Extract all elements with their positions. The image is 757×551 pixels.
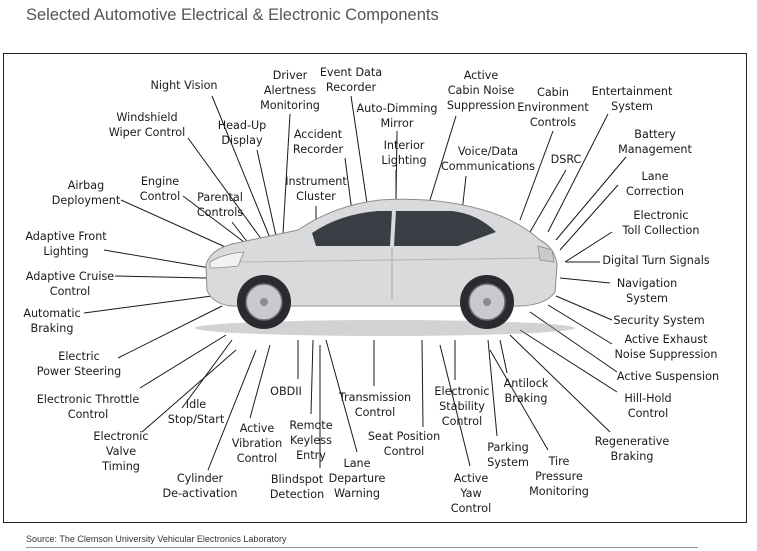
leader-line-8 (256, 149, 277, 237)
leader-line-2 (350, 95, 369, 211)
label-voice-data-communications: Voice/Data Communications (440, 145, 536, 173)
leader-lines (83, 95, 627, 471)
label-remote-keyless-entry: Remote Keyless Entry (289, 419, 333, 462)
leader-line-13 (555, 156, 627, 241)
label-electronic-toll-collection: Electronic Toll Collection (622, 209, 700, 237)
leader-line-39 (421, 339, 424, 428)
page-title: Selected Automotive Electrical & Electro… (26, 6, 439, 24)
leader-line-27 (117, 305, 223, 359)
label-active-cabin-noise-suppression: Active Cabin Noise Suppression (446, 69, 516, 112)
taillight (537, 245, 555, 263)
car-illustration (195, 198, 575, 336)
label-accident-recorder: Accident Recorder (292, 128, 344, 156)
leader-line-0 (211, 95, 271, 239)
label-active-vibration-control: Active Vibration Control (231, 422, 283, 465)
label-instrument-cluster: Instrument Cluster (285, 175, 347, 203)
label-event-data-recorder: Event Data Recorder (319, 66, 383, 94)
leader-line-46 (489, 349, 549, 451)
leader-line-25 (555, 295, 613, 321)
leader-line-35 (519, 329, 618, 393)
label-battery-management: Battery Management (618, 128, 692, 156)
leader-line-9 (344, 157, 353, 213)
window-pillar (390, 210, 396, 247)
leader-line-24 (83, 295, 213, 314)
leader-line-28 (529, 311, 618, 373)
label-seat-position-control: Seat Position Control (367, 430, 441, 458)
diagram-frame (3, 53, 747, 523)
label-electronic-valve-timing: Electronic Valve Timing (93, 430, 149, 473)
label-electronic-stability-control: Electronic Stability Control (434, 385, 490, 428)
label-adaptive-cruise-control: Adaptive Cruise Control (25, 270, 115, 298)
label-active-yaw-control: Active Yaw Control (450, 472, 492, 515)
label-dsrc: DSRC (550, 153, 582, 166)
leader-line-5 (519, 130, 554, 221)
body-crease (239, 257, 549, 263)
label-interior-lighting: Interior Lighting (381, 139, 427, 167)
leader-line-20 (103, 249, 211, 269)
leader-line-40 (487, 339, 498, 437)
leader-line-45 (439, 344, 471, 467)
car-windows (312, 211, 496, 246)
leader-line-29 (139, 334, 227, 389)
label-lane-correction: Lane Correction (626, 170, 684, 198)
headlight (209, 251, 245, 269)
label-antilock-braking: Antilock Braking (503, 377, 549, 405)
leader-line-6 (547, 113, 609, 233)
label-regenerative-braking: Regenerative Braking (594, 435, 670, 463)
label-digital-turn-signals: Digital Turn Signals (602, 254, 710, 267)
leader-line-7 (187, 137, 263, 241)
leader-line-34 (499, 339, 508, 374)
label-obdii: OBDII (270, 385, 302, 398)
rear-hub (483, 298, 491, 306)
leader-line-26 (547, 304, 613, 345)
source-divider (26, 547, 698, 548)
label-active-suspension: Active Suspension (616, 370, 720, 383)
label-head-up-display: Head-Up Display (217, 119, 267, 147)
label-driver-alertness-monitoring: Driver Alertness Monitoring (260, 69, 320, 112)
label-blindspot-detection: Blindspot Detection (269, 473, 325, 501)
leader-line-36 (141, 349, 237, 433)
leader-line-41 (509, 334, 611, 433)
label-cylinder-de-activation: Cylinder De-activation (162, 472, 238, 500)
label-engine-control: Engine Control (139, 175, 181, 203)
leader-line-18 (559, 184, 619, 251)
label-automatic-braking: Automatic Braking (23, 307, 81, 335)
leader-line-22 (114, 275, 207, 279)
label-navigation-system: Navigation System (616, 277, 678, 305)
leader-line-44 (325, 339, 358, 453)
label-idle-stop-start: Idle Stop/Start (167, 398, 225, 426)
label-lane-departure-warning: Lane Departure Warning (328, 457, 386, 500)
label-airbag-deployment: Airbag Deployment (51, 179, 121, 207)
label-active-exhaust-noise-suppression: Active Exhaust Noise Suppression (614, 333, 718, 361)
leader-line-14 (120, 199, 233, 251)
label-security-system: Security System (613, 314, 705, 327)
label-adaptive-front-lighting: Adaptive Front Lighting (25, 230, 107, 258)
leader-line-4 (429, 115, 457, 201)
leader-line-1 (282, 113, 291, 235)
leader-line-37 (249, 344, 271, 419)
label-night-vision: Night Vision (150, 79, 218, 92)
label-parental-controls: Parental Controls (196, 191, 244, 219)
label-entertainment-system: Entertainment System (591, 85, 673, 113)
leader-line-23 (559, 277, 611, 284)
label-hill-hold-control: Hill-Hold Control (624, 392, 672, 420)
label-transmission-control: Transmission Control (338, 391, 412, 419)
source-note: Source: The Clemson University Vehicular… (26, 534, 287, 544)
leader-line-15 (182, 195, 249, 246)
label-parking-system: Parking System (487, 441, 529, 469)
leader-line-12 (529, 169, 567, 233)
front-hub (260, 298, 268, 306)
leader-line-42 (207, 349, 257, 471)
leader-line-30 (181, 339, 233, 409)
label-windshield-wiper-control: Windshield Wiper Control (108, 111, 186, 139)
label-tire-pressure-monitoring: Tire Pressure Monitoring (529, 455, 589, 498)
leader-line-19 (564, 231, 613, 263)
leader-line-38 (310, 339, 314, 415)
label-electric-power-steering: Electric Power Steering (36, 350, 122, 378)
label-electronic-throttle-control: Electronic Throttle Control (36, 393, 140, 421)
label-cabin-environment-controls: Cabin Environment Controls (517, 86, 589, 129)
label-auto-dimming-mirror: Auto-Dimming Mirror (356, 102, 438, 130)
